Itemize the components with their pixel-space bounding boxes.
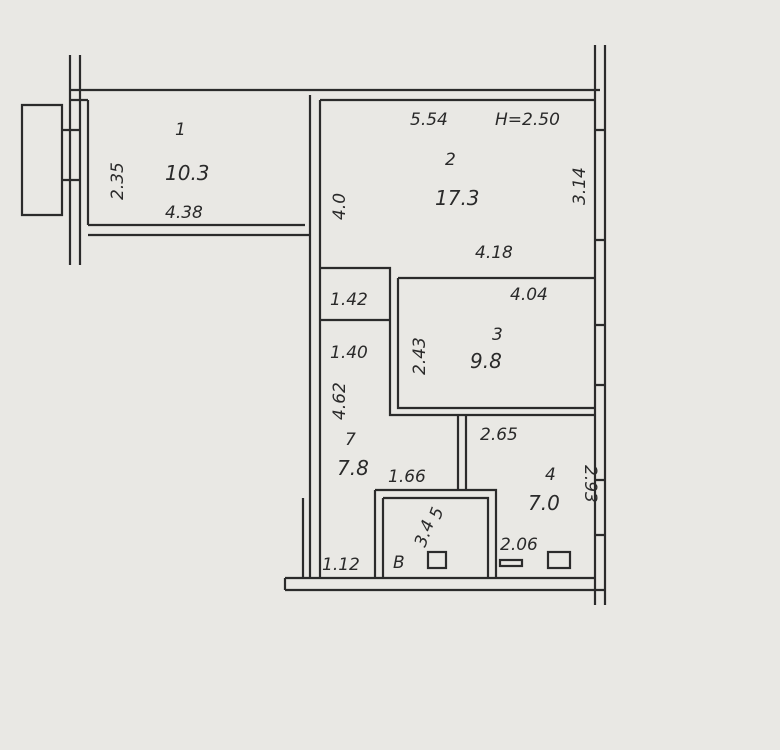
room2-side: 3.14 (570, 167, 590, 205)
room7-number: 7 (345, 430, 356, 450)
stove-icon (546, 550, 572, 570)
room2-area: 17.3 (435, 186, 480, 210)
room3-top: 4.04 (510, 285, 548, 305)
room4-top: 2.65 (480, 425, 518, 445)
room1-number: 1 (175, 120, 186, 140)
room2-height: H=2.50 (495, 110, 560, 130)
room7-inner: 1.66 (388, 467, 426, 487)
room3-side: 2.43 (410, 337, 430, 375)
room4-number: 4 (545, 465, 556, 485)
room2-wall: 4.0 (330, 193, 350, 220)
walls (20, 45, 607, 605)
room3-area: 9.8 (470, 349, 502, 373)
room7-bottom: 1.12 (322, 555, 360, 575)
toilet-icon (426, 550, 448, 570)
room7-side: 4.62 (330, 382, 350, 420)
room5-number: 5 (426, 505, 448, 522)
room3-corner: 1.42 (330, 290, 368, 310)
sink-icon (498, 558, 524, 568)
room2-length: 5.54 (410, 110, 448, 130)
room1-area: 10.3 (165, 161, 210, 185)
room4-side: 2.93 (580, 465, 600, 503)
room1-width: 2.35 (108, 162, 128, 200)
room7-top: 1.40 (330, 343, 368, 363)
room2-bottom: 4.18 (475, 243, 513, 263)
room1-length: 4.38 (165, 203, 203, 223)
room4-area: 7.0 (528, 491, 560, 515)
room2-number: 2 (445, 150, 456, 170)
room5-area: 3.4 (411, 517, 439, 549)
room3-number: 3 (492, 325, 503, 345)
room4-bottom: 2.06 (500, 535, 538, 555)
room7-area: 7.8 (337, 456, 369, 480)
bath-label: B (393, 553, 405, 573)
